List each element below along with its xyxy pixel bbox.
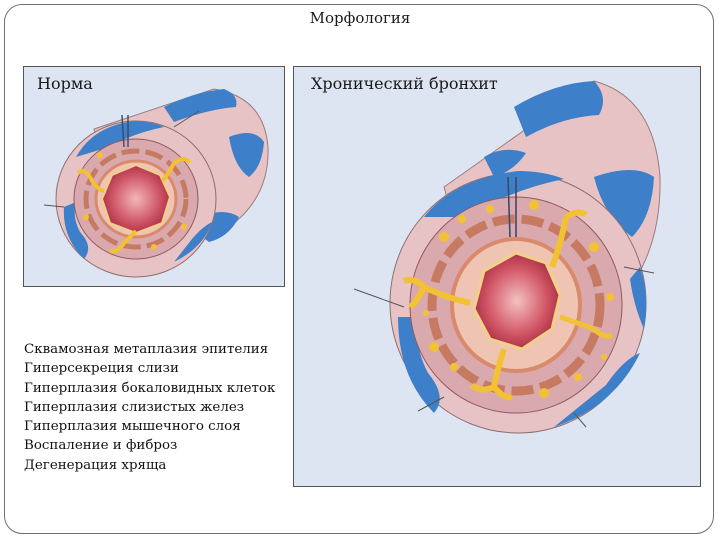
slide-title: Морфология [309, 9, 411, 27]
panel-chronic: Хронический бронхит [293, 66, 701, 487]
panel-normal: Норма [23, 66, 285, 287]
finding-item: Гиперсекреция слизи [24, 361, 179, 377]
finding-item: Гиперплазия мышечного слоя [24, 419, 241, 435]
finding-item: Гиперплазия бокаловидных клеток [24, 380, 276, 396]
finding-item: Гиперплазия слизистых желез [24, 399, 245, 415]
finding-item: Сквамозная метаплазия эпителия [24, 342, 269, 357]
panel-normal-label: Норма [37, 74, 93, 93]
finding-item: Дегенерация хряща [24, 457, 167, 473]
findings-list: Сквамозная метаплазия эпителия Гиперсекр… [24, 340, 275, 475]
panel-chronic-label: Хронический бронхит [311, 74, 498, 93]
chronic-bronchus-illustration [353, 80, 661, 434]
normal-bronchus-illustration [43, 88, 269, 278]
finding-item: Воспаление и фиброз [24, 438, 178, 454]
